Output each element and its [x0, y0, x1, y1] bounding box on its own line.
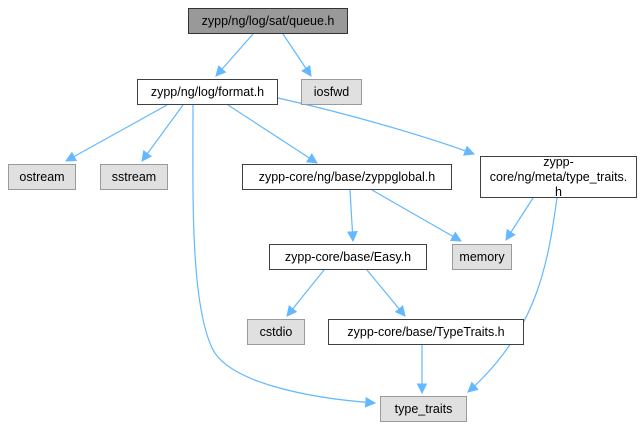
edge-format-ostream: [65, 104, 168, 162]
edge-meta-type-traits: [467, 197, 558, 393]
edge-easy-cstdio: [286, 269, 325, 317]
node-sstream-label: sstream: [111, 169, 157, 184]
edge-zyppglobal-easy: [347, 189, 358, 243]
node-memory-label: memory: [459, 249, 505, 264]
node-format-h-label: zypp/ng/log/format.h: [150, 84, 265, 99]
edge-zyppglobal-memory: [371, 189, 462, 242]
node-easy-h-label: zypp-core/base/Easy.h: [284, 249, 412, 264]
node-typetraits-h-label: zypp-core/base/TypeTraits.h: [347, 324, 505, 339]
node-typetraits-h[interactable]: zypp-core/base/TypeTraits.h: [328, 319, 524, 345]
node-meta-type-traits-h[interactable]: zypp-core/ng/meta/type_traits.h: [480, 154, 637, 199]
node-zyppglobal-h-label: zypp-core/ng/base/zyppglobal.h: [258, 169, 436, 184]
node-ostream-label: ostream: [19, 169, 65, 184]
node-cstdio-label: cstdio: [259, 324, 293, 339]
edge-format-type-traits: [192, 104, 377, 408]
edge-format-zyppglobal: [227, 104, 318, 164]
edge-queue-format: [215, 33, 254, 77]
node-easy-h[interactable]: zypp-core/base/Easy.h: [269, 244, 427, 270]
node-zyppglobal-h[interactable]: zypp-core/ng/base/zyppglobal.h: [242, 164, 452, 190]
node-memory: memory: [452, 244, 512, 270]
node-cstdio: cstdio: [247, 319, 305, 345]
node-ostream: ostream: [8, 164, 76, 190]
edge-easy-typetraits: [366, 269, 406, 317]
node-iosfwd-label: iosfwd: [313, 84, 350, 99]
node-iosfwd: iosfwd: [301, 79, 362, 105]
node-type-traits: type_traits: [380, 396, 467, 422]
edge-format-meta-type-traits: [277, 97, 476, 156]
edge-meta-memory: [505, 197, 534, 241]
node-queue-h: zypp/ng/log/sat/queue.h: [188, 8, 348, 34]
edge-format-sstream: [141, 104, 184, 162]
node-queue-h-label: zypp/ng/log/sat/queue.h: [201, 13, 335, 28]
node-sstream: sstream: [100, 164, 168, 190]
edge-queue-iosfwd: [282, 33, 312, 77]
node-format-h[interactable]: zypp/ng/log/format.h: [137, 79, 278, 105]
node-type-traits-label: type_traits: [394, 401, 453, 416]
node-meta-type-traits-h-label: zypp-core/ng/meta/type_traits.h: [489, 154, 628, 199]
